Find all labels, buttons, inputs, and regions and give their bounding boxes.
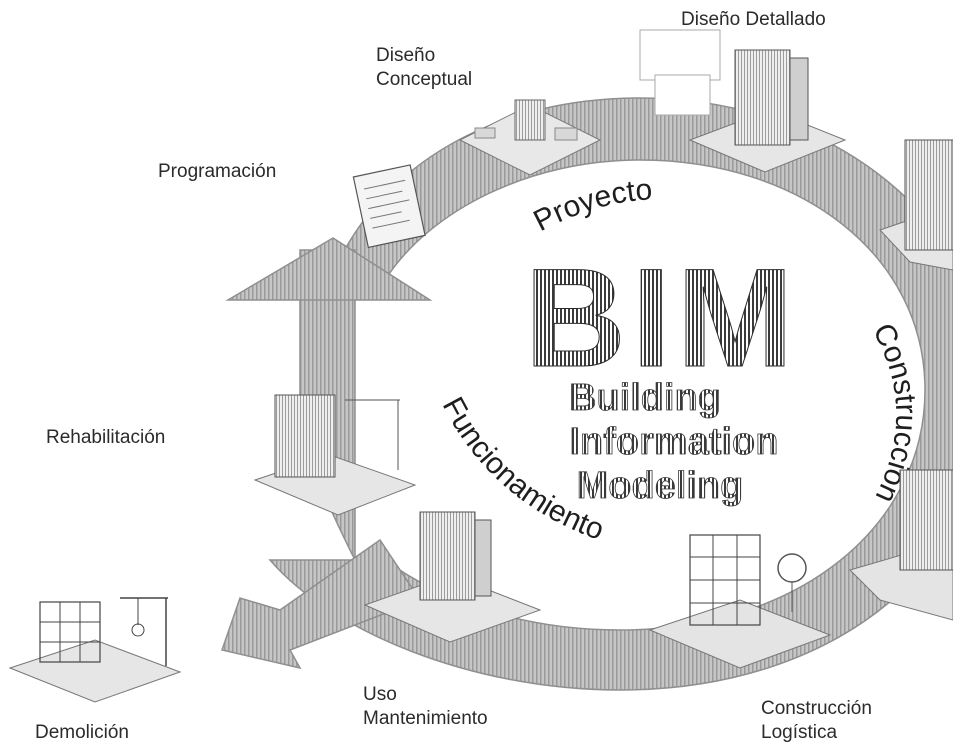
use-maintenance-line2: Mantenimiento (363, 708, 488, 729)
bim-line-information: Information (570, 421, 779, 463)
demolition-building-icon (8, 597, 182, 703)
construction-tower-icon (879, 139, 953, 271)
stage-label-rehabilitation: Rehabilitación (46, 427, 166, 448)
conceptual-design-model-icon (458, 99, 602, 176)
construction-logistics-line1: Construcción (761, 698, 872, 719)
stage-label-use-maintenance: Uso Mantenimiento (363, 683, 488, 731)
lifecycle-ring (268, 97, 953, 691)
use-maintenance-line1: Uso (363, 684, 397, 705)
bim-line-building: Building (569, 377, 721, 419)
upward-arrowhead (225, 237, 433, 301)
phase-proyecto: Proyecto (528, 173, 653, 238)
bim-acronym: BIM (525, 239, 800, 396)
programming-document-icon (352, 164, 426, 249)
bim-line-modeling: Modeling (577, 465, 744, 507)
construction-scaffold-icon (648, 534, 832, 669)
use-maintenance-building-icon (363, 511, 542, 643)
conceptual-design-line2: Conceptual (376, 69, 473, 90)
construction-logistics-line2: Logística (761, 722, 838, 743)
stage-label-construction-logistics: Construcción Logística (761, 697, 872, 745)
stage-label-detailed-design: Diseño Detallado (681, 9, 826, 30)
construction-right-icon (849, 469, 953, 621)
conceptual-design-line1: Diseño (376, 45, 436, 66)
stage-label-demolition: Demolición (35, 722, 129, 743)
detailed-design-building-icon (639, 29, 847, 173)
stage-label-conceptual-design: Diseño Conceptual (376, 44, 472, 92)
stage-label-programming: Programación (158, 161, 277, 182)
rehabilitation-building-icon (253, 394, 417, 516)
